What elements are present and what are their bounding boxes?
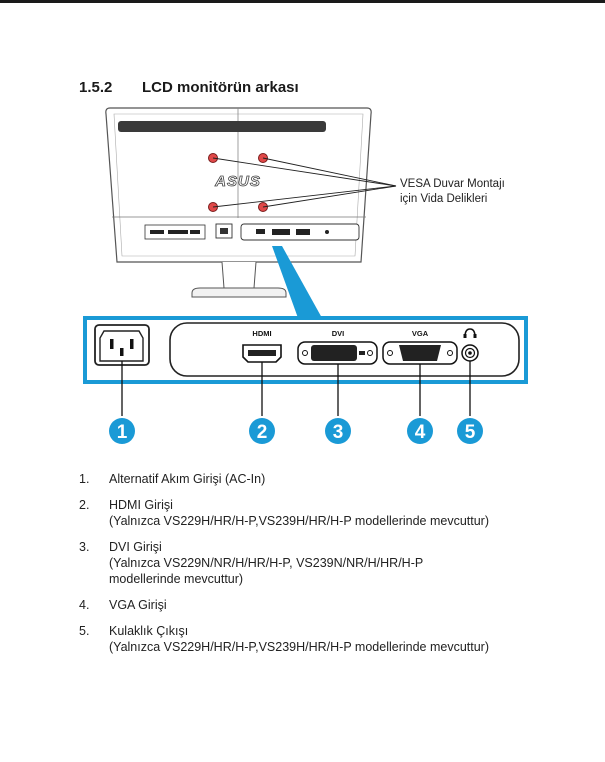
list-item-text: Kulaklık Çıkışı (109, 624, 189, 638)
list-item-number: 2. (79, 498, 90, 512)
list-item-note: (Yalnızca VS229N/NR/H/HR/H-P, VS239N/NR/… (109, 556, 424, 570)
list-item-text: DVI Girişi (109, 540, 162, 554)
dvi-port: DVI (297, 329, 378, 365)
badge-4-text: 4 (415, 422, 426, 443)
vesa-callout-line-2: için Vida Delikleri (400, 193, 488, 205)
hdmi-label: HDMI (252, 329, 271, 338)
list-item-text: Alternatif Akım Girişi (AC-In) (109, 472, 266, 486)
list-item: 1. Alternatif Akım Girişi (AC-In) (79, 471, 579, 487)
list-item-text: VGA Girişi (109, 598, 167, 612)
badge-4 (407, 418, 433, 444)
zoom-indicator (272, 246, 322, 318)
list-item: 3. DVI Girişi (Yalnızca VS229N/NR/H/HR/H… (79, 539, 579, 587)
section-title: LCD monitörün arkası (142, 79, 299, 96)
port-description-list: 1. Alternatif Akım Girişi (AC-In) 2. HDM… (79, 471, 579, 665)
badge-1-text: 1 (117, 422, 128, 443)
section-number: 1.5.2 (79, 79, 113, 96)
badge-2 (249, 418, 275, 444)
ac-in-socket (94, 324, 150, 366)
list-item-note: (Yalnızca VS229H/HR/H-P,VS239H/HR/H-P mo… (109, 514, 490, 528)
vesa-callout-line-1: VESA Duvar Montajı (400, 178, 505, 190)
vga-port: VGA (382, 329, 458, 365)
list-item: 4. VGA Girişi (79, 597, 579, 613)
headphone-icon (463, 328, 477, 338)
vga-label: VGA (412, 329, 429, 338)
vent-slot (118, 121, 326, 132)
list-item-text: HDMI Girişi (109, 498, 173, 512)
list-item-number: 5. (79, 624, 90, 638)
list-item: 5. Kulaklık Çıkışı (Yalnızca VS229H/HR/H… (79, 623, 579, 655)
port-panel-enlarged: HDMI DVI VGA (83, 316, 528, 384)
badge-3 (325, 418, 351, 444)
list-item-note: modellerinde mevcuttur) (109, 572, 244, 586)
badge-1 (109, 418, 135, 444)
list-item-number: 1. (79, 472, 90, 486)
badge-5-text: 5 (465, 422, 476, 443)
list-item-number: 3. (79, 540, 90, 554)
badge-2-text: 2 (257, 422, 268, 443)
badge-leader-lines (121, 361, 471, 416)
mini-port-panel (144, 223, 360, 241)
vesa-callout-lines (212, 157, 397, 208)
badge-5 (457, 418, 483, 444)
asus-logo: ASUS (214, 173, 261, 190)
vesa-callout-text: VESA Duvar Montajı için Vida Delikleri (400, 177, 505, 207)
monitor-stand (191, 261, 287, 298)
monitor-back: ASUS (105, 107, 397, 298)
list-item: 2. HDMI Girişi (Yalnızca VS229H/HR/H-P,V… (79, 497, 579, 529)
header-rule (0, 0, 605, 3)
list-item-number: 4. (79, 598, 90, 612)
badge-3-text: 3 (333, 422, 344, 443)
vesa-screw-holes (208, 153, 268, 212)
hdmi-port: HDMI (242, 329, 282, 363)
dvi-label: DVI (332, 329, 345, 338)
monitor-rear-diagram: ASUS (83, 107, 528, 444)
list-item-note: (Yalnızca VS229H/HR/H-P,VS239H/HR/H-P mo… (109, 640, 490, 654)
number-badges: 1 2 3 4 5 (109, 418, 483, 444)
